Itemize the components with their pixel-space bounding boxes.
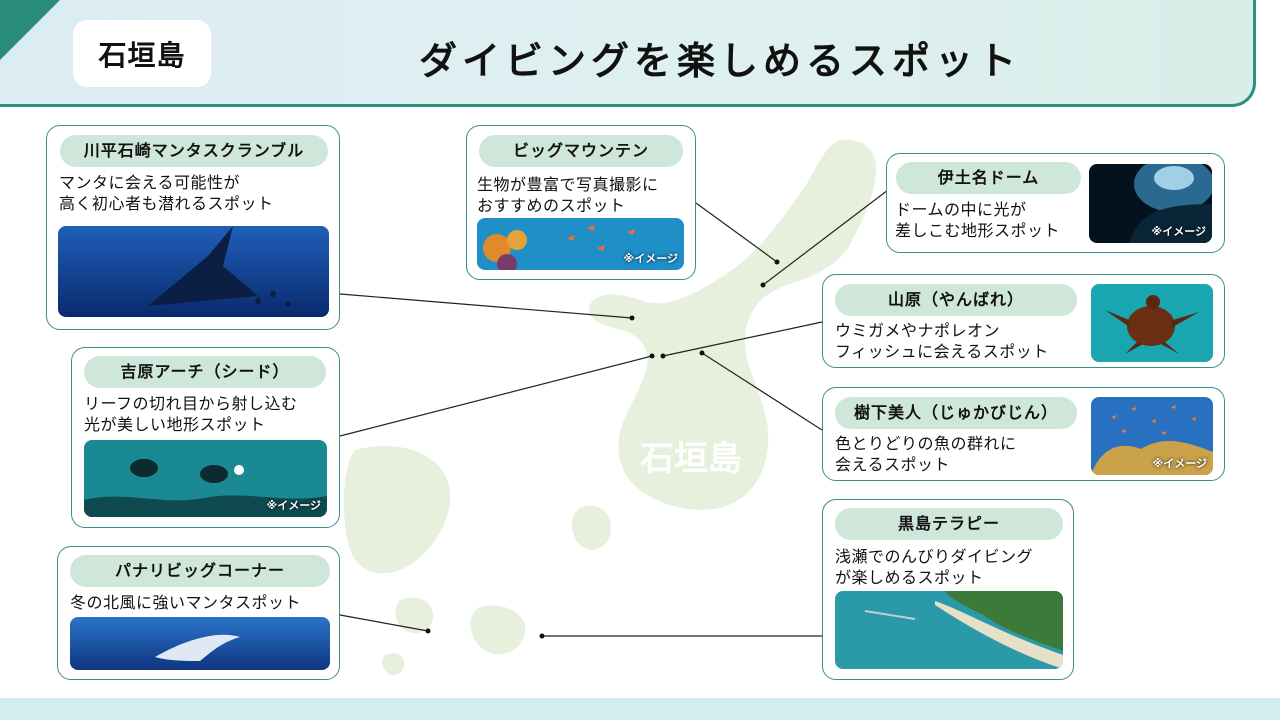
spot-description: ドームの中に光が 差しこむ地形スポット: [895, 200, 1061, 240]
spot-photo-divers: ※イメージ: [84, 440, 327, 517]
spot-card-bigmountain: ビッグマウンテン 生物が豊富で写真撮影に おすすめのスポット ※イメージ: [466, 125, 696, 280]
spot-photo-dome: ※イメージ: [1089, 164, 1212, 243]
spot-name: 黒島テラピー: [835, 508, 1063, 540]
spot-photo-aerial: [835, 591, 1063, 669]
image-note: ※イメージ: [1152, 457, 1207, 470]
connector-lines: [339, 189, 889, 637]
map-point-yanbare: [660, 353, 666, 359]
map-island-iriomote: [343, 445, 451, 574]
spot-photo-turtle: [1091, 284, 1213, 362]
spot-description: 浅瀬でのんびりダイビング が楽しめるスポット: [835, 547, 1034, 587]
corner-decoration: [0, 0, 60, 60]
spot-photo-manta: [58, 226, 329, 317]
spot-card-yanbare: 山原（やんばれ） ウミガメやナポレオン フィッシュに会えるスポット: [822, 274, 1225, 368]
map-island-small: [382, 653, 405, 675]
map-point-bigmountain: [774, 259, 780, 265]
map-point-jukabijin: [699, 350, 705, 356]
spot-name: 伊土名ドーム: [896, 162, 1081, 194]
connector-panari: [339, 614, 429, 632]
map-island-islet: [571, 505, 611, 550]
connector-yoshihara: [339, 355, 653, 437]
spot-name: ビッグマウンテン: [479, 135, 683, 167]
map-point-panari: [425, 628, 431, 634]
spot-card-kuroshima: 黒島テラピー 浅瀬でのんびりダイビング が楽しめるスポット: [822, 499, 1074, 680]
connector-yanbare: [662, 321, 823, 357]
map-island-hateruma: [395, 597, 434, 634]
spot-description: 冬の北風に強いマンタスポット: [70, 593, 302, 612]
spot-photo-coral: ※イメージ: [477, 218, 684, 270]
spot-description: 生物が豊富で写真撮影に おすすめのスポット: [477, 175, 659, 215]
map-point-yoshihara: [649, 353, 655, 359]
image-note: ※イメージ: [266, 499, 321, 512]
map-point-dome: [760, 282, 766, 288]
map-island-main: [589, 139, 877, 510]
spot-name: 樹下美人（じゅかびじん）: [835, 397, 1077, 429]
header-banner: 石垣島 ダイビングを楽しめるスポット: [0, 0, 1256, 107]
image-note: ※イメージ: [1151, 225, 1206, 238]
footer-band: [0, 698, 1280, 720]
map-point-kuroshima: [539, 633, 545, 639]
spot-description: 色とりどりの魚の群れに 会えるスポット: [835, 434, 1017, 474]
spot-description: リーフの切れ目から射し込む 光が美しい地形スポット: [84, 394, 298, 434]
connector-jukabijin: [701, 352, 823, 431]
spot-name: 山原（やんばれ）: [835, 284, 1077, 316]
spot-photo-manta-blue: [70, 617, 330, 670]
connector-bigmountain: [695, 202, 778, 263]
page-title: ダイビングを楽しめるスポット: [418, 39, 1021, 83]
connector-kabira: [339, 293, 633, 319]
spot-description: マンタに会える可能性が 高く初心者も潜れるスポット: [59, 173, 274, 213]
map-label: 石垣島: [639, 439, 742, 479]
spot-name: 吉原アーチ（シード）: [84, 356, 326, 388]
map-island-kuroshima: [470, 605, 526, 655]
spot-description: ウミガメやナポレオン フィッシュに会えるスポット: [835, 321, 1049, 361]
spot-card-dome: 伊土名ドーム ドームの中に光が 差しこむ地形スポット ※イメージ: [886, 153, 1225, 253]
spot-card-kabira: 川平石崎マンタスクランブル マンタに会える可能性が 高く初心者も潜れるスポット: [46, 125, 340, 330]
spot-photo-reef: ※イメージ: [1091, 397, 1213, 475]
spot-card-yoshihara: 吉原アーチ（シード） リーフの切れ目から射し込む 光が美しい地形スポット ※イメ…: [71, 347, 340, 528]
island-badge: 石垣島: [73, 20, 211, 87]
spot-card-jukabijin: 樹下美人（じゅかびじん） 色とりどりの魚の群れに 会えるスポット ※イメージ: [822, 387, 1225, 481]
image-note: ※イメージ: [623, 252, 678, 265]
connector-dome: [762, 189, 889, 286]
spot-card-panari: パナリビッグコーナー 冬の北風に強いマンタスポット: [57, 546, 340, 680]
spot-name: 川平石崎マンタスクランブル: [60, 135, 328, 167]
spot-name: パナリビッグコーナー: [70, 555, 330, 587]
map-point-kabira: [629, 315, 635, 321]
